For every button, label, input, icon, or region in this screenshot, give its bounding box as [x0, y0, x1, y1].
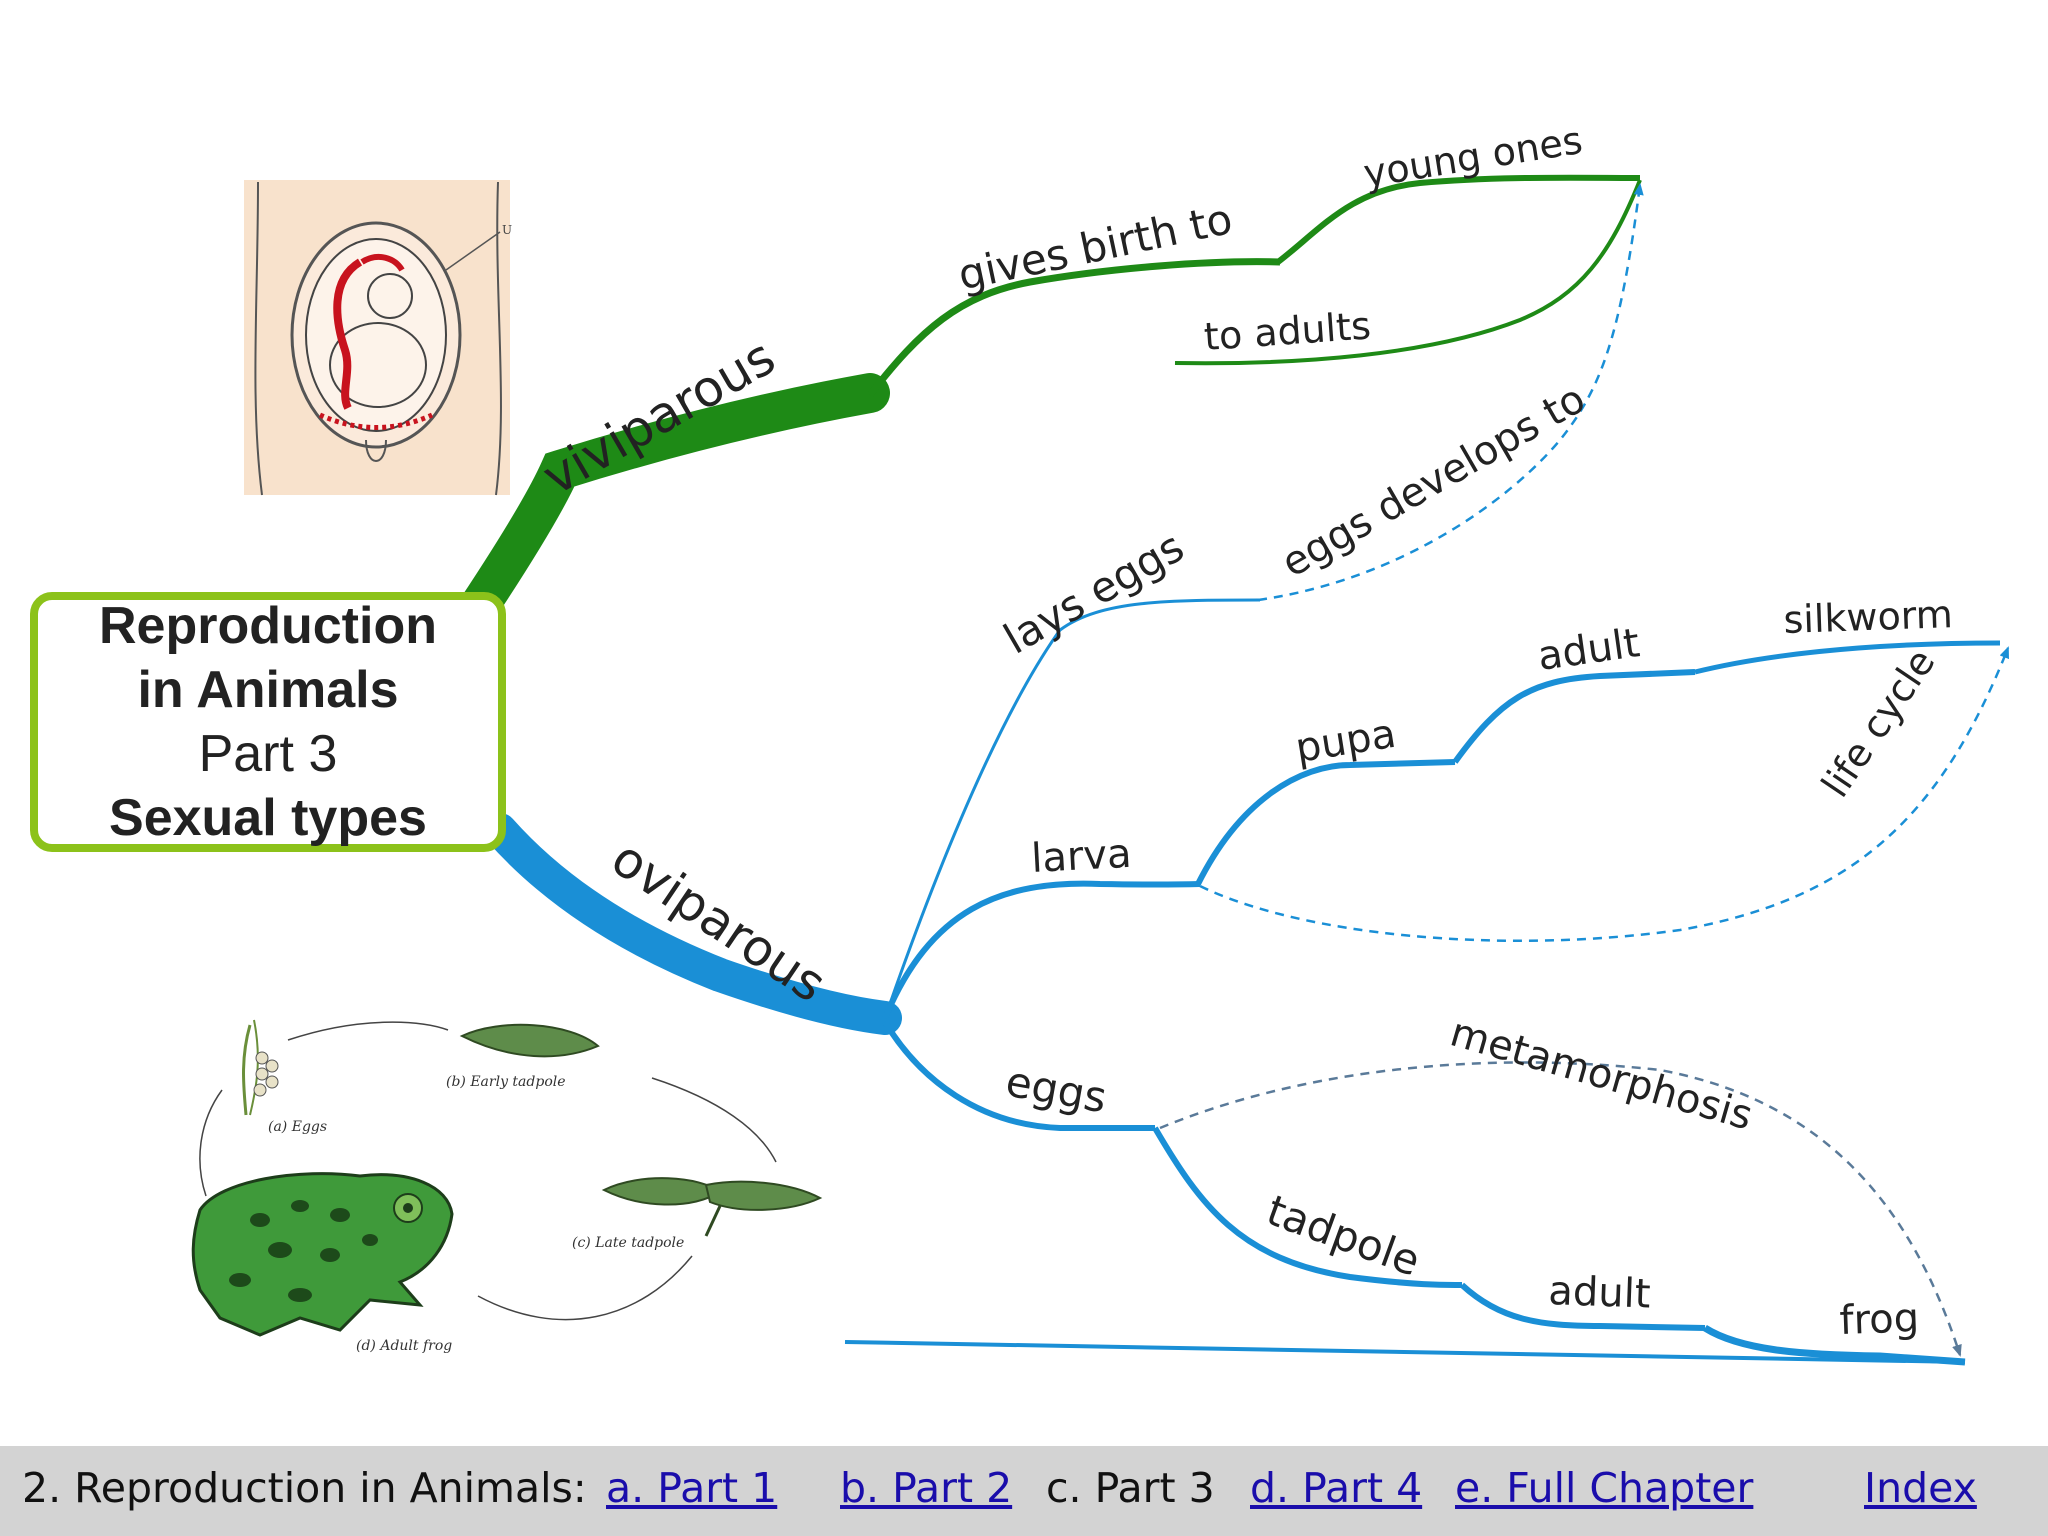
to-adults-branch [1174, 179, 1642, 366]
frog-branch [1703, 1325, 1966, 1366]
label-larva: larva [1030, 831, 1133, 882]
cycle-arrow-late-to-adult [477, 1255, 693, 1321]
fetus-in-womb-illustration: U [244, 180, 512, 496]
link-part-4[interactable]: d. Part 4 [1250, 1464, 1423, 1512]
central-topic-line-1: Reproduction [99, 597, 437, 655]
womb-marker-label: U [502, 223, 512, 237]
adult-frog-caption: (d) Adult frog [356, 1338, 452, 1354]
young-ones-branch [1276, 174, 1641, 265]
frog-return-line [844, 1340, 1966, 1364]
cycle-arrow-eggs-to-early [287, 1021, 449, 1041]
life-cycle-branch [1199, 646, 2010, 943]
label-adult-silkworm: adult [1535, 620, 1642, 680]
tadpole-branch [1152, 1126, 1463, 1289]
link-part-2[interactable]: b. Part 2 [840, 1464, 1013, 1512]
label-adult-frog: adult [1548, 1268, 1652, 1318]
footer-navigation-bar: 2. Reproduction in Animals: a. Part 1 b.… [0, 1446, 2048, 1536]
adult-frog-drawing [191, 1172, 454, 1337]
pupa-branch [1195, 759, 1456, 886]
frog-eggs-caption: (a) Eggs [268, 1119, 327, 1135]
adult-silkworm-branch [1452, 669, 1696, 764]
metamorphosis-branch [1159, 1061, 1962, 1357]
link-part-1[interactable]: a. Part 1 [606, 1464, 778, 1512]
label-metamorphosis: metamorphosis [1445, 1009, 1757, 1139]
central-topic-line-3: Part 3 [198, 725, 338, 783]
cycle-arrow-adult-to-eggs [199, 1089, 223, 1197]
frog-life-cycle-illustration: (a) Eggs (b) Early tadpole (c) Late tadp… [191, 1019, 823, 1354]
early-tadpole-caption: (b) Early tadpole [446, 1074, 566, 1090]
link-full-chapter[interactable]: e. Full Chapter [1455, 1464, 1754, 1512]
silkworm-branch [1694, 640, 2001, 675]
eggs-branch [882, 1020, 1155, 1131]
larva-branch [882, 880, 1201, 1020]
label-life-cycle: life cycle [1813, 641, 1944, 805]
label-lays-eggs: lays eggs [996, 522, 1192, 664]
cycle-arrow-early-to-late [651, 1077, 777, 1163]
central-topic-box: Reproduction in Animals Part 3 Sexual ty… [30, 592, 506, 852]
label-to-adults: to adults [1203, 303, 1373, 359]
label-eggs: eggs [1002, 1057, 1110, 1123]
label-frog: frog [1839, 1295, 1920, 1344]
adult-frog-branch [1459, 1282, 1706, 1331]
central-topic-line-4: Sexual types [109, 789, 427, 847]
central-topic-line-2: in Animals [137, 661, 399, 719]
lays-eggs-branch [883, 598, 1261, 1019]
label-young-ones: young ones [1361, 118, 1586, 196]
viviparous-branch [450, 373, 890, 640]
current-part-3: c. Part 3 [1046, 1464, 1215, 1512]
label-tadpole: tadpole [1261, 1185, 1427, 1285]
frog-eggs-drawing [242, 1019, 279, 1116]
oviparous-branch [483, 813, 902, 1035]
gives-birth-to-branch [867, 258, 1281, 398]
link-index[interactable]: Index [1864, 1464, 1977, 1512]
label-eggs-develops-to: eggs develops to [1274, 376, 1593, 587]
label-gives-birth-to: gives birth to [954, 194, 1237, 300]
footer-chapter-title: 2. Reproduction in Animals: [22, 1464, 587, 1512]
late-tadpole-caption: (c) Late tadpole [572, 1235, 684, 1251]
late-tadpole-drawing [601, 1177, 823, 1237]
label-silkworm: silkworm [1783, 592, 1954, 642]
early-tadpole-drawing [459, 1023, 600, 1058]
